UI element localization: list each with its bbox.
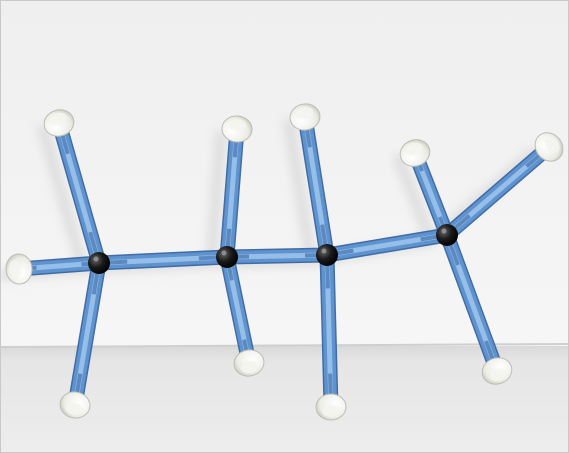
bond-shadow xyxy=(206,130,226,268)
carbon-hydrogen-bond xyxy=(439,227,505,379)
atom-highlight xyxy=(321,248,327,254)
hydrogen-cap xyxy=(481,357,513,385)
carbon-atom xyxy=(88,252,110,274)
carbon-hydrogen-bond xyxy=(51,115,107,271)
table-surface xyxy=(1,346,568,452)
carbon-hydrogen-bond xyxy=(407,145,455,243)
table-edge xyxy=(1,343,568,348)
atom-highlight xyxy=(221,250,227,256)
hydrogen-cap xyxy=(399,139,431,167)
hydrogen-cap xyxy=(315,393,347,421)
hydrogen-cap xyxy=(59,391,91,419)
carbon-atom xyxy=(436,224,458,246)
carbon-atom xyxy=(316,244,338,266)
carbon-carbon-bond xyxy=(91,249,235,271)
carbon-hydrogen-bond xyxy=(439,139,557,243)
bond-shadow xyxy=(284,118,316,266)
carbon-carbon-bond xyxy=(319,227,455,263)
carbon-atom xyxy=(216,246,238,268)
bond-shadow xyxy=(394,154,436,246)
atom-highlight xyxy=(441,228,447,234)
carbon-hydrogen-bond xyxy=(219,121,245,265)
carbon-hydrogen-bond xyxy=(219,249,257,371)
carbon-atoms xyxy=(88,224,458,274)
carbon-hydrogen-bond xyxy=(319,247,339,415)
carbon-hydrogen-bond xyxy=(297,109,335,263)
hydrogen-cap xyxy=(289,103,321,131)
hydrogen-cap xyxy=(233,349,265,377)
bond-shadow xyxy=(38,124,88,274)
hydrogen-cap xyxy=(5,253,33,285)
carbon-carbon-bond xyxy=(219,247,335,265)
hydrogen-caps xyxy=(5,103,564,421)
hydrogen-cap xyxy=(43,109,75,137)
hydrogen-cap xyxy=(534,132,564,162)
atom-highlight xyxy=(93,256,99,262)
carbon-hydrogen-bond xyxy=(67,255,107,413)
hydrogen-cap xyxy=(221,115,253,143)
